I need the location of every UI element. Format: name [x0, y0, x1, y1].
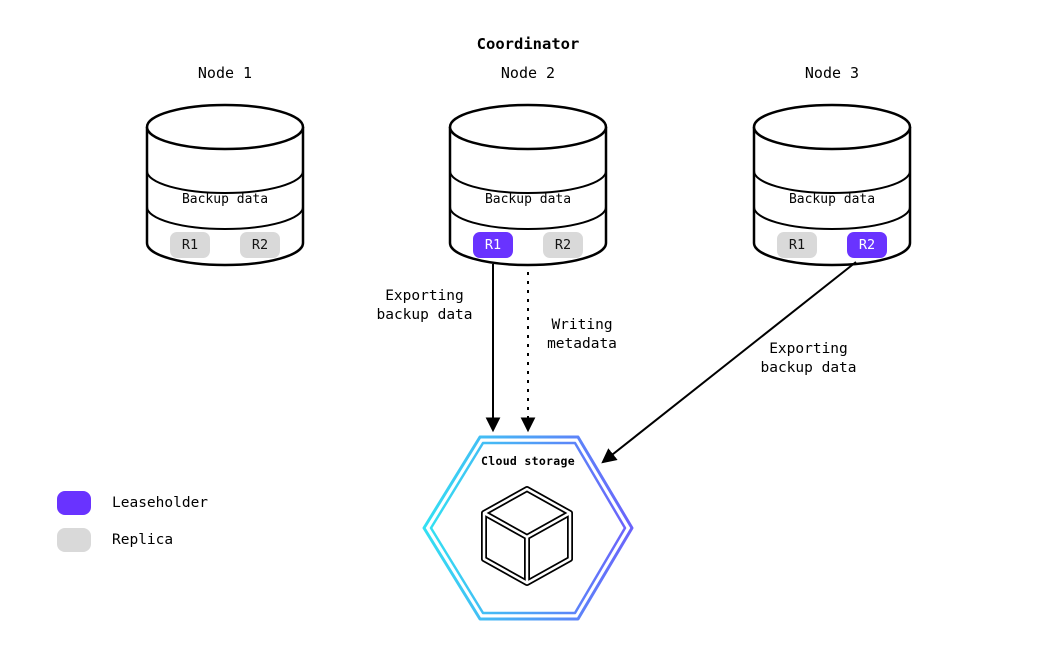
- coordinator-title: Coordinator: [476, 35, 580, 53]
- node-2-backup-data-label: Backup data: [484, 192, 572, 207]
- export-label-node3: Exporting backup data: [736, 340, 881, 378]
- node-1-label: Node 1: [197, 64, 253, 82]
- export-label-node3-line1: Exporting: [769, 341, 848, 357]
- cloud-storage-hexagon: [422, 435, 634, 621]
- replica-swatch: [57, 528, 91, 552]
- export-label-node2: Exporting backup data: [352, 287, 497, 325]
- export-label-node2-line1: Exporting: [385, 288, 464, 304]
- node-1-cylinder: [145, 103, 305, 267]
- node-2-label: Node 2: [500, 64, 556, 82]
- node2-r2-badge: R2: [543, 232, 583, 258]
- node2-r1-badge: R1: [473, 232, 513, 258]
- leaseholder-legend-label: Leaseholder: [112, 495, 209, 511]
- node-1-backup-data-label: Backup data: [181, 192, 269, 207]
- node3-r1-badge: R1: [777, 232, 817, 258]
- node1-r2-badge: R2: [240, 232, 280, 258]
- node-3-backup-data-label: Backup data: [788, 192, 876, 207]
- leaseholder-swatch: [57, 491, 91, 515]
- arrow-export-node3: [601, 261, 857, 464]
- replica-legend-label: Replica: [112, 532, 174, 548]
- node3-r2-badge: R2: [847, 232, 887, 258]
- writing-metadata-label: Writing metadata: [512, 316, 652, 354]
- writing-metadata-line1: Writing: [551, 317, 613, 333]
- node-3-cylinder: [752, 103, 912, 267]
- node-2-cylinder: [448, 103, 608, 267]
- node-3-label: Node 3: [804, 64, 860, 82]
- node1-r1-badge: R1: [170, 232, 210, 258]
- cloud-storage-label: Cloud storage: [481, 454, 575, 468]
- export-label-node3-line2: backup data: [760, 360, 857, 376]
- cube-icon: [481, 486, 573, 586]
- writing-metadata-line2: metadata: [547, 336, 617, 352]
- export-label-node2-line2: backup data: [376, 307, 473, 323]
